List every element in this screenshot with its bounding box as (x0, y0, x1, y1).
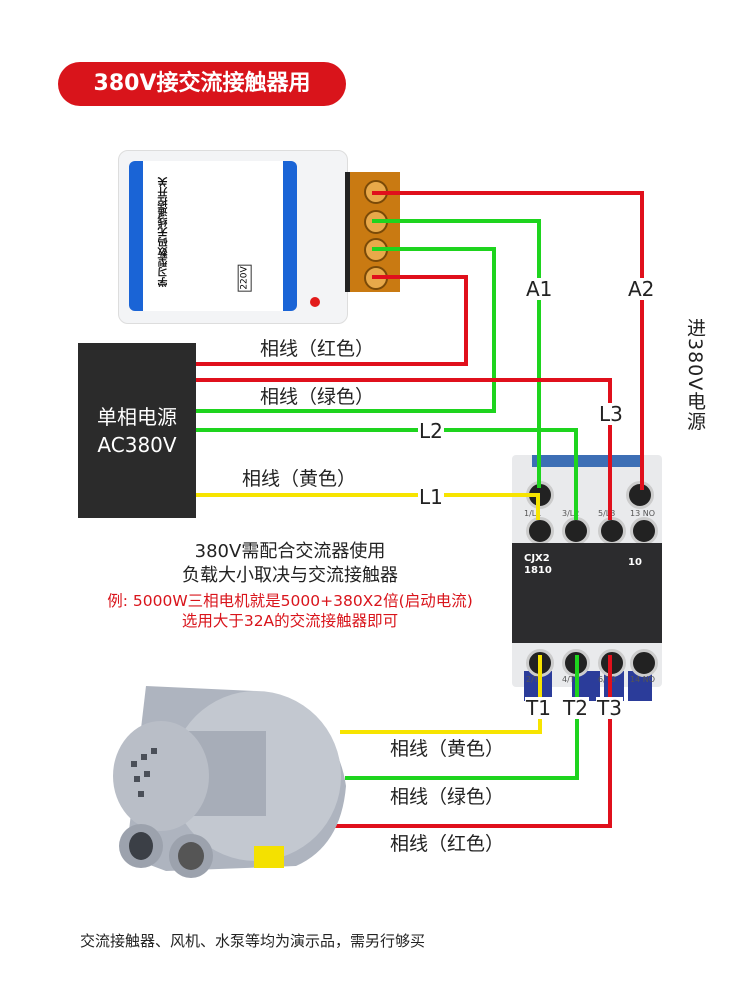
note-line-1: 380V需配合交流器使用 (194, 541, 386, 562)
blower-motor-image (113, 686, 346, 878)
wire-a1-green (372, 219, 541, 488)
mark-1l1: 1/L1 (524, 509, 542, 518)
mark-14no: 14 NO (630, 675, 656, 684)
label-yellow-phase-out: 相线（黄色） (388, 738, 507, 760)
wire-t2-green (345, 655, 579, 780)
terminal-l1: L1 (418, 485, 444, 509)
wire-l3-red (196, 378, 612, 520)
mark-3l2: 3/L2 (562, 509, 580, 518)
mark-6t3: 6/T3 (598, 675, 616, 684)
mark-4t2: 4/T2 (562, 675, 580, 684)
footer-disclaimer: 交流接触器、风机、水泵等均为演示品，需另行够买 (80, 932, 426, 950)
mark-2t1: 2/T1 (526, 675, 544, 684)
terminal-t2: T2 (562, 696, 589, 720)
wire-switch-red (196, 275, 468, 366)
label-red-phase-out: 相线（红色） (388, 833, 507, 855)
wire-t1-yellow (340, 655, 542, 734)
single-phase-power-box: 单相电源 AC380V (78, 343, 196, 518)
label-green-phase-out: 相线（绿色） (388, 786, 507, 808)
terminal-l3: L3 (598, 402, 624, 426)
wire-a2-red (372, 191, 644, 490)
contactor-top-strip (532, 455, 642, 467)
label-red-phase-in: 相线（红色） (258, 338, 377, 360)
mark-13no: 13 NO (630, 509, 656, 518)
terminal-t1: T1 (525, 696, 552, 720)
wire-l2-green (196, 428, 578, 520)
power-label: 单相电源 (97, 404, 177, 429)
terminal-screw-icon (630, 649, 658, 677)
terminal-a1: A1 (525, 277, 554, 301)
label-green-phase-in: 相线（绿色） (258, 386, 377, 408)
terminal-a2: A2 (627, 277, 656, 301)
mark-5l3: 5/L3 (598, 509, 616, 518)
indicator-led (310, 297, 320, 307)
remote-switch-module: 学习型数码无线遥控开关 220V (118, 150, 348, 324)
note-example-2: 选用大于32A的交流接触器即可 (181, 612, 399, 630)
title-banner: 380V接交流接触器用 (58, 62, 346, 106)
contactor-aux: 10 (628, 557, 642, 568)
note-line-2: 负载大小取决与交流接触器 (182, 565, 398, 586)
incoming-380v-label: 进380V电源 (684, 318, 706, 432)
wire-switch-green (196, 247, 496, 413)
contactor-rating: 1810 (524, 565, 552, 576)
terminal-t3: T3 (596, 696, 623, 720)
switch-label-panel: 学习型数码无线遥控开关 220V (129, 161, 297, 311)
wire-l1-yellow (196, 493, 540, 520)
note-example-1: 例: 5000W三相电机就是5000+380X2倍(启动电流) (107, 592, 473, 610)
contactor-model: CJX2 (524, 553, 550, 564)
power-voltage: AC380V (97, 432, 177, 457)
terminal-l2: L2 (418, 419, 444, 443)
label-yellow-phase-in: 相线（黄色） (240, 468, 359, 490)
